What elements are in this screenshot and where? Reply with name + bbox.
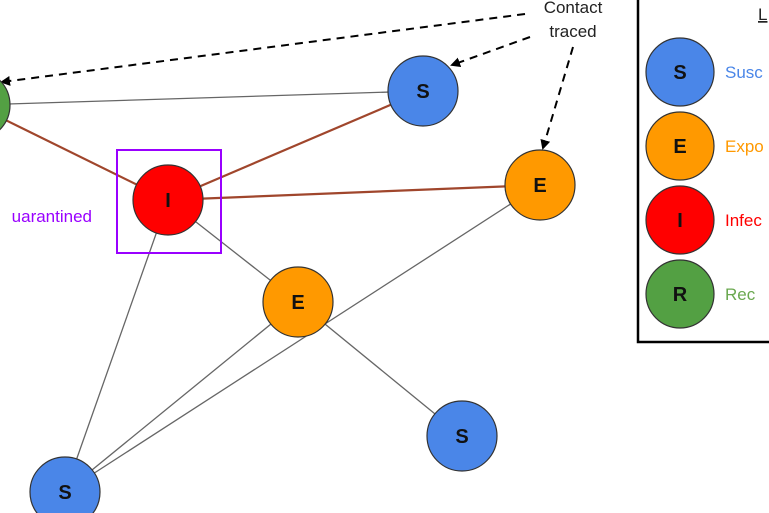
quarantine-box [116,149,222,254]
traced-arrow-r1 [0,13,526,86]
node-label: I [165,190,171,212]
legend-label: Infec [725,211,762,230]
node-s2: S [426,400,498,472]
legend-letter: R [673,284,688,306]
legend-circle [645,185,715,255]
traced-arrow-e1 [540,46,574,150]
node-label: S [416,81,429,103]
legend-label: Rec [725,285,756,304]
node-r1: R [0,79,11,131]
node-e2: E [262,266,334,338]
node-circle [132,164,204,236]
node-circle [262,266,334,338]
node-i1: I [132,164,204,236]
legend-item-S: S Susc [645,37,763,107]
traced-arrow-s1 [450,36,531,68]
legend-item-R: R Rec [645,259,756,329]
legend-label: Expo [725,137,764,156]
edge-r1-i1 [0,116,169,201]
legend-letter: I [677,210,683,232]
legend-item-E: E Expo [645,111,764,181]
legend-letter: S [673,62,686,84]
node-label: S [455,426,468,448]
edge-i1-s3 [64,199,169,493]
quarantined-label: uarantined [12,207,92,226]
node-s3: S [29,456,101,513]
node-circle [426,400,498,472]
legend-label: Susc [725,63,763,82]
node-circle [387,55,459,127]
edge-e1-s3 [64,184,541,493]
legend-title: L [758,5,767,24]
contact-traced-label-line2: traced [549,22,596,41]
edge-i1-s1 [167,89,424,202]
edge-r1-s1 [0,90,424,105]
node-label: E [291,292,304,314]
node-circle [29,456,101,513]
legend-circle [645,111,715,181]
node-label: S [58,482,71,504]
node-s1: S [387,55,459,127]
legend-circle [645,259,715,329]
legend-item-I: I Infec [645,185,762,255]
node-e1: E [504,149,576,221]
edge-i1-e1 [167,183,541,202]
node-circle [504,149,576,221]
edge-e2-s3 [64,301,299,493]
node-label: E [533,175,546,197]
legend-letter: E [673,136,686,158]
legend-circle [645,37,715,107]
node-circle [0,79,11,131]
contact-traced-label-line1: Contact [544,0,603,17]
